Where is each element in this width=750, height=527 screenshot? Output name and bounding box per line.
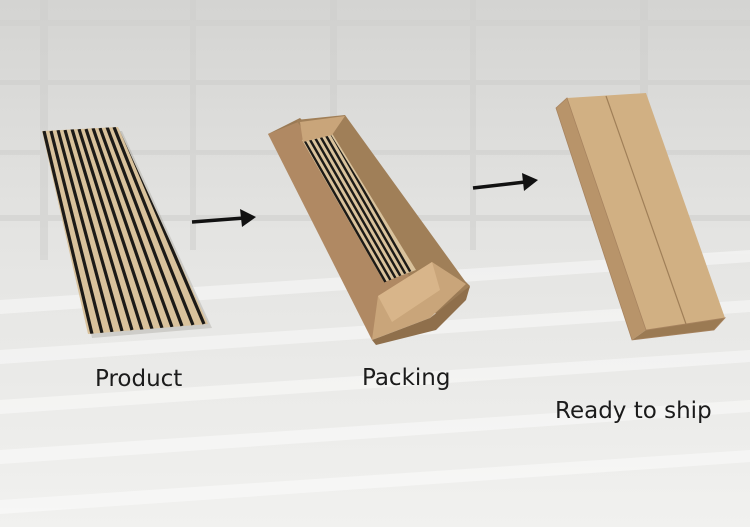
arrow-right-icon <box>191 209 256 227</box>
product-panel-image <box>42 127 212 338</box>
packing-box-image <box>268 115 470 345</box>
arrow-right-icon <box>472 173 538 191</box>
product-caption: Product <box>95 366 183 392</box>
closed-box-image <box>555 93 727 341</box>
ready-to-ship-caption: Ready to ship <box>555 398 712 424</box>
packing-caption: Packing <box>362 365 451 391</box>
